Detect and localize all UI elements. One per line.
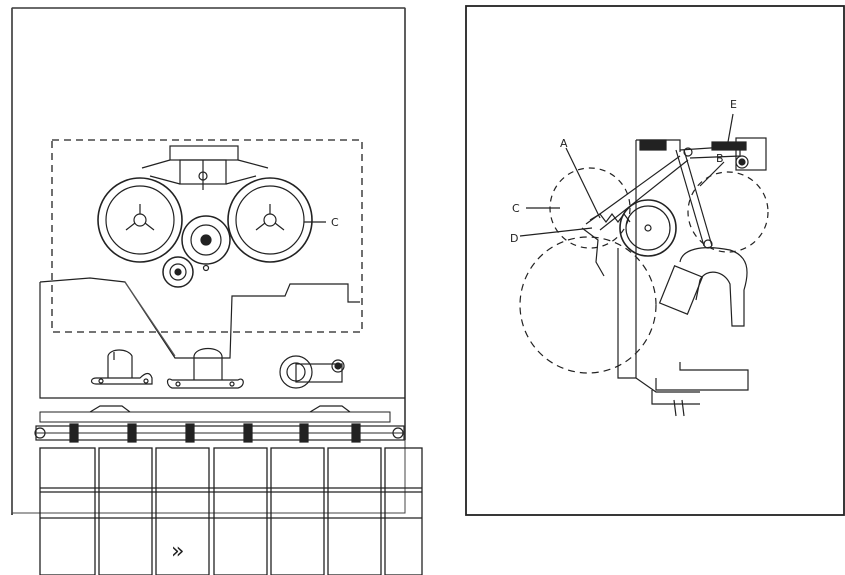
slot-3: [155, 447, 210, 575]
dashed-roller-large: [519, 236, 657, 374]
small-lower-gear: [162, 256, 210, 288]
slot-4: [213, 447, 268, 575]
slot-7: [384, 447, 423, 575]
slot-2: [98, 447, 153, 575]
leader-e: [727, 113, 734, 143]
main-roller: [619, 199, 677, 257]
middle-gear: [181, 215, 231, 265]
slot-6: [327, 447, 382, 575]
label-c: C: [512, 202, 520, 215]
upper-panel-outline: [39, 277, 405, 399]
left-figure: [11, 7, 423, 575]
dashed-roller-c: [549, 167, 631, 249]
mechanism-frame: [617, 139, 749, 391]
left-label-c: C: [331, 216, 339, 229]
leader-a: [565, 147, 601, 219]
right-figure: [465, 5, 845, 516]
right-part-spool: [279, 355, 345, 389]
spring-coil: [589, 213, 631, 223]
leader-b: [699, 161, 725, 187]
storage-slots: [39, 447, 423, 575]
top-rail-e: [679, 137, 767, 171]
shaft-rail: [34, 405, 405, 443]
right-frame: [465, 5, 845, 516]
lower-bracket-arm: [581, 227, 748, 327]
label-b: B: [716, 152, 724, 165]
dashed-roller-right: [687, 171, 769, 253]
pivot-arm: [585, 147, 713, 249]
slot-1: [39, 447, 96, 575]
label-a: A: [560, 137, 568, 150]
left-large-roller: [97, 177, 183, 263]
slot-indicator-arrows: »: [171, 539, 184, 564]
center-part-clamp: [166, 347, 244, 389]
label-e: E: [730, 98, 737, 111]
top-roller-bracket: [141, 145, 269, 190]
slot-5: [270, 447, 325, 575]
label-d: D: [510, 232, 518, 245]
right-large-roller: [227, 177, 313, 263]
leader-d: [519, 227, 593, 237]
left-part-clamp: [90, 349, 153, 385]
